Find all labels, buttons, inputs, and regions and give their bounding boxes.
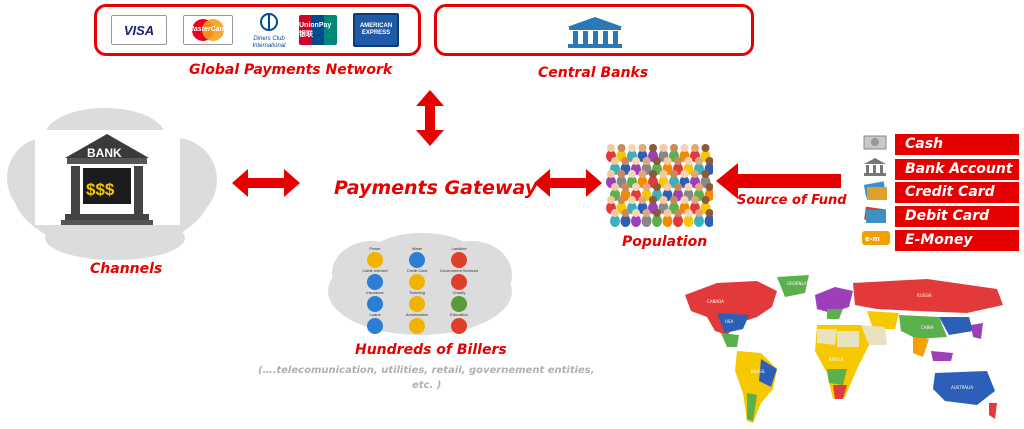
biller-label: Credit Card — [406, 268, 428, 273]
credit-card-icon — [862, 181, 888, 201]
biller-icon — [367, 318, 383, 334]
world-map-icon: CANADA USA BRASIL GROENLANDIA RÚSSIA CHI… — [685, 275, 1003, 423]
biller-icon — [367, 274, 383, 290]
biller-label: Education — [450, 312, 468, 317]
biller-icon — [451, 318, 467, 334]
biller-label: Loans — [369, 312, 381, 317]
svg-text:e-m: e-m — [865, 235, 880, 243]
biller-label: Insurance — [366, 290, 384, 295]
biller-label: Charity — [452, 290, 466, 295]
biller-icon — [409, 274, 425, 290]
biller-label: Amortization — [405, 312, 429, 317]
fund-row-cash: Cash — [895, 134, 1019, 155]
svg-text:AUSTRÁLIA: AUSTRÁLIA — [951, 385, 973, 390]
billers-label: Hundreds of Billers — [355, 342, 507, 358]
central-banks-box — [434, 4, 754, 56]
visa-logo: VISA — [111, 15, 167, 45]
bank-building-icon — [61, 134, 153, 225]
cash-icon — [862, 132, 888, 152]
billers-subtext-line2: etc. ) — [412, 380, 442, 391]
svg-text:CHINA: CHINA — [921, 325, 934, 330]
fund-row-credit-card: Credit Card — [895, 182, 1019, 203]
fund-row-debit-card: Debit Card — [895, 206, 1019, 227]
svg-text:RÚSSIA: RÚSSIA — [917, 293, 932, 298]
bank-money-text: $$$ — [86, 180, 115, 199]
population-label: Population — [622, 234, 708, 250]
population-crowd-icon — [606, 144, 713, 227]
diners-club-text: Diners Club International — [252, 36, 286, 49]
central-bank-building-icon — [567, 17, 623, 48]
fund-row-bank-account: Bank Account — [895, 159, 1019, 180]
diners-club-logo: Diners Club International — [245, 13, 293, 49]
svg-text:USA: USA — [725, 319, 734, 324]
american-express-logo-text: AMERICAN EXPRESS — [359, 23, 393, 36]
svg-text:GROENLANDIA: GROENLANDIA — [787, 281, 817, 286]
central-banks-label: Central Banks — [538, 65, 649, 81]
unionpay-logo-text: UnionPay 银联 — [299, 21, 332, 38]
source-of-fund-label: Source of Fund — [737, 193, 847, 208]
biller-label: Government Services — [439, 268, 479, 273]
svg-text:ÁFRICA: ÁFRICA — [829, 357, 844, 362]
biller-label: Ticketing — [409, 290, 425, 295]
biller-icon — [367, 296, 383, 312]
visa-logo-text: VISA — [123, 22, 155, 38]
billers-cloud-icon — [328, 233, 512, 335]
american-express-logo: AMERICAN EXPRESS — [353, 13, 399, 47]
svg-text:BRASIL: BRASIL — [751, 369, 766, 374]
biller-label: Power — [369, 246, 381, 251]
biller-icon — [409, 252, 425, 268]
svg-text:CANADA: CANADA — [707, 299, 724, 304]
bank-sign-text: BANK — [87, 146, 122, 160]
debit-card-icon — [862, 205, 888, 225]
biller-icon — [451, 274, 467, 290]
biller-label: Water — [411, 246, 423, 251]
bank-account-icon — [862, 157, 888, 177]
payments-network-label: Global Payments Network — [189, 62, 393, 78]
payments-network-box: VISA MasterCard Diners Club Internationa… — [94, 4, 421, 56]
biller-icon — [409, 296, 425, 312]
payments-gateway-label: Payments Gateway — [334, 177, 538, 199]
channels-label: Channels — [90, 261, 163, 277]
biller-icon — [451, 252, 467, 268]
e-money-icon: e-m — [862, 229, 890, 249]
source-of-fund-arrow-icon — [716, 163, 841, 199]
biller-label: Landline — [451, 246, 467, 251]
bank-image-panel: BANK $$$ — [35, 130, 180, 225]
biller-icon — [367, 252, 383, 268]
vertical-double-arrow-icon — [416, 90, 444, 146]
biller-icon — [451, 296, 467, 312]
biller-icon — [409, 318, 425, 334]
unionpay-logo: UnionPay 银联 — [299, 15, 337, 45]
right-double-arrow-icon — [534, 169, 602, 197]
mastercard-logo: MasterCard — [183, 15, 233, 45]
mastercard-logo-text: MasterCard — [188, 26, 227, 33]
diners-club-icon — [260, 13, 278, 31]
fund-row-e-money: E-Money — [895, 230, 1019, 251]
biller-label: Cable Internet — [362, 268, 388, 273]
mastercard-circles-icon — [192, 19, 224, 41]
billers-subtext-line1: (….telecomunication, utilities, retail, … — [258, 365, 595, 376]
left-double-arrow-icon — [232, 169, 300, 197]
